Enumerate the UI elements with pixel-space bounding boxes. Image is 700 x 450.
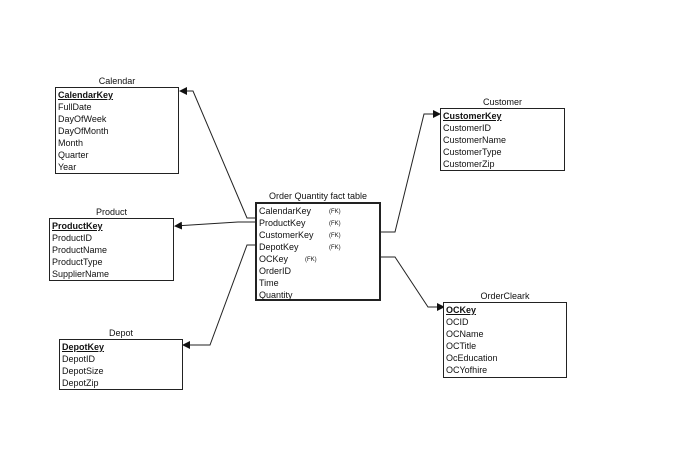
fact-foreign-key: CalendarKey (FK) xyxy=(259,205,377,217)
connector-fact-to-customer xyxy=(381,110,441,233)
fact-foreign-key: DepotKey (FK) xyxy=(259,241,377,253)
product-entity: Product ProductKey ProductID ProductName… xyxy=(49,207,174,281)
depot-attributes-box: DepotKey DepotID DepotSize DepotZip xyxy=(59,339,183,390)
calendar-attribute: DayOfMonth xyxy=(58,126,109,136)
fk-marker: (FK) xyxy=(329,233,341,239)
depot-attribute: DepotSize xyxy=(62,366,104,376)
customer-entity: Customer CustomerKey CustomerID Customer… xyxy=(440,97,565,171)
fk-marker: (FK) xyxy=(329,245,341,251)
product-attribute: ProductID xyxy=(52,233,93,243)
fact-foreign-key-label: DepotKey xyxy=(259,242,299,252)
fact-foreign-key: ProductKey (FK) xyxy=(259,217,377,229)
connector-fact-to-ordercleark xyxy=(381,256,445,311)
fact-attribute: Time xyxy=(259,278,279,288)
calendar-title: Calendar xyxy=(98,76,136,86)
fact-foreign-key-label: OCKey xyxy=(259,254,289,264)
fact-table-attributes-box: CalendarKey (FK) ProductKey (FK) CustomerK… xyxy=(255,202,381,301)
product-attribute: ProductType xyxy=(52,257,103,267)
calendar-attributes-box: CalendarKey FullDate DayOfWeek DayOfMont… xyxy=(55,87,179,174)
depot-primary-key: DepotKey xyxy=(62,342,105,352)
connector-fact-to-product xyxy=(174,221,256,230)
calendar-primary-key: CalendarKey xyxy=(58,90,114,100)
depot-title: Depot xyxy=(108,328,134,338)
calendar-attribute: Month xyxy=(58,138,84,148)
calendar-attribute: Year xyxy=(58,162,77,172)
customer-primary-key: CustomerKey xyxy=(443,111,502,121)
fact-attribute: OrderID xyxy=(259,266,292,276)
customer-attribute: CustomerZip xyxy=(443,159,495,169)
customer-attribute: CustomerID xyxy=(443,123,492,133)
calendar-attribute: DayOfWeek xyxy=(58,114,107,124)
fact-table-entity: Order Quantity fact table CalendarKey (FK… xyxy=(255,191,381,301)
product-attributes-box: ProductKey ProductID ProductName Product… xyxy=(49,218,174,281)
product-title: Product xyxy=(95,207,128,217)
fact-foreign-key-label: CalendarKey xyxy=(259,206,312,216)
ordercleark-entity: OrderCleark OCKey OCID OCName OCTitle Oc… xyxy=(443,291,567,378)
product-attribute: SupplierName xyxy=(52,269,110,279)
fk-marker: (FK) xyxy=(329,209,341,215)
calendar-attribute: FullDate xyxy=(58,102,92,112)
ordercleark-attributes-box: OCKey OCID OCName OCTitle OcEducation OC… xyxy=(443,302,567,378)
connector-fact-to-calendar xyxy=(179,87,256,219)
customer-attributes-box: CustomerKey CustomerID CustomerName Cust… xyxy=(440,108,565,171)
ordercleark-attribute: OCID xyxy=(446,317,469,327)
fact-foreign-key-label: CustomerKey xyxy=(259,230,314,240)
fact-foreign-key: OCKey (FK) xyxy=(259,253,377,265)
ordercleark-attribute: OCYofhire xyxy=(446,365,488,375)
calendar-entity: Calendar CalendarKey FullDate DayOfWeek … xyxy=(55,76,179,174)
ordercleark-title: OrderCleark xyxy=(480,291,530,301)
fact-attribute: Quantity xyxy=(259,290,293,300)
ordercleark-attribute: OCTitle xyxy=(446,341,477,351)
fk-marker: (FK) xyxy=(305,257,317,263)
depot-attribute: DepotZip xyxy=(62,378,99,388)
customer-attribute: CustomerName xyxy=(443,135,507,145)
fact-table-title: Order Quantity fact table xyxy=(268,191,368,201)
product-primary-key: ProductKey xyxy=(52,221,103,231)
ordercleark-primary-key: OCKey xyxy=(446,305,477,315)
calendar-attribute: Quarter xyxy=(58,150,89,160)
connector-fact-to-depot xyxy=(182,244,256,349)
customer-attribute: CustomerType xyxy=(443,147,502,157)
ordercleark-attribute: OCName xyxy=(446,329,484,339)
product-attribute: ProductName xyxy=(52,245,108,255)
fact-foreign-key-label: ProductKey xyxy=(259,218,306,228)
customer-title: Customer xyxy=(482,97,522,107)
ordercleark-attribute: OcEducation xyxy=(446,353,498,363)
fk-marker: (FK) xyxy=(329,221,341,227)
depot-entity: Depot DepotKey DepotID DepotSize DepotZi… xyxy=(59,328,183,390)
fact-foreign-key: CustomerKey (FK) xyxy=(259,229,377,241)
depot-attribute: DepotID xyxy=(62,354,96,364)
